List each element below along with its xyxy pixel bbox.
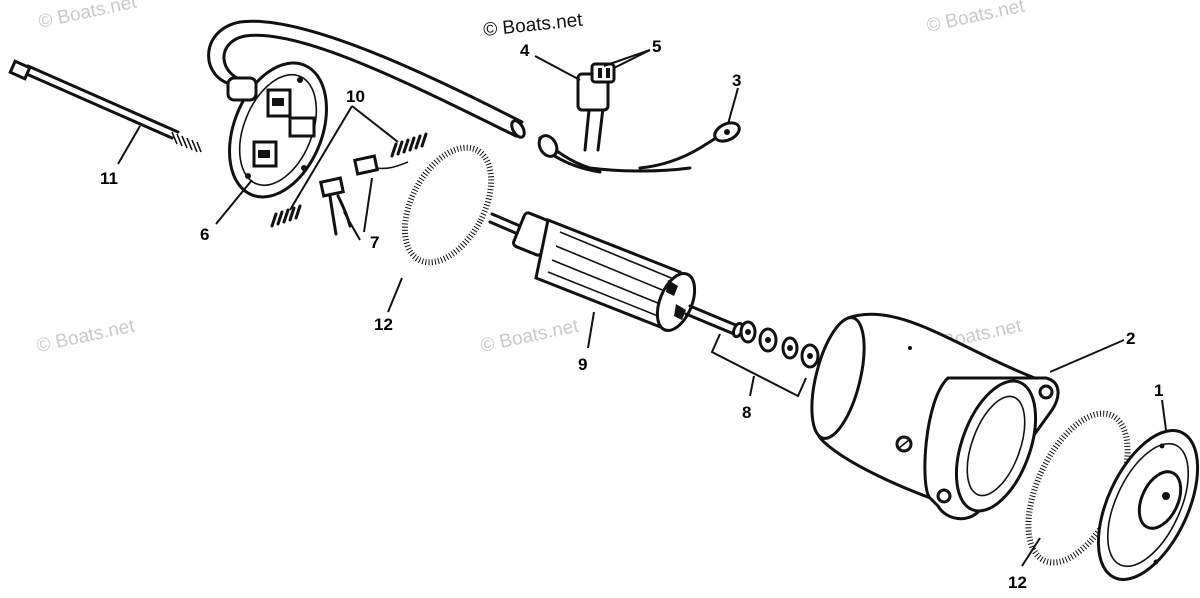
drive-end-cap xyxy=(1096,429,1200,581)
callout-2: 2 xyxy=(1126,329,1135,348)
callout-3: 3 xyxy=(732,71,741,90)
watermark-mid-left: © Boats.net xyxy=(35,316,137,357)
watermark-mid-center: © Boats.net xyxy=(479,316,581,357)
brush-spring-lower xyxy=(270,204,302,228)
callout-11: 11 xyxy=(100,169,118,188)
brush-lower xyxy=(318,176,352,236)
thrust-washers xyxy=(739,320,820,369)
callout-7: 7 xyxy=(370,233,379,252)
starter-housing xyxy=(810,312,1060,521)
end-cap-brush-plate xyxy=(226,61,328,199)
brush-upper xyxy=(352,154,409,176)
watermark-top-left: © Boats.net xyxy=(37,0,139,33)
callout-4: 4 xyxy=(520,41,530,60)
leader-lines xyxy=(117,49,1167,567)
brush-spring-upper xyxy=(390,132,428,158)
callout-10: 10 xyxy=(346,87,365,106)
callout-12-left: 12 xyxy=(374,315,393,334)
watermark-top-right: © Boats.net xyxy=(925,0,1027,37)
callout-labels: 1 2 3 4 5 6 7 8 9 10 11 12 12 xyxy=(100,37,1163,592)
callout-5: 5 xyxy=(652,37,661,56)
callout-6: 6 xyxy=(200,225,209,244)
lead-wire-assembly xyxy=(537,62,741,174)
armature xyxy=(488,211,745,339)
callout-1: 1 xyxy=(1154,381,1163,400)
watermark-top-center: © Boats.net xyxy=(482,10,584,41)
o-ring-left xyxy=(401,144,495,266)
through-bolt xyxy=(8,59,202,153)
callout-8: 8 xyxy=(742,403,751,422)
callout-12-right: 12 xyxy=(1008,573,1027,592)
callout-9: 9 xyxy=(578,355,587,374)
wire-tube xyxy=(207,19,526,139)
